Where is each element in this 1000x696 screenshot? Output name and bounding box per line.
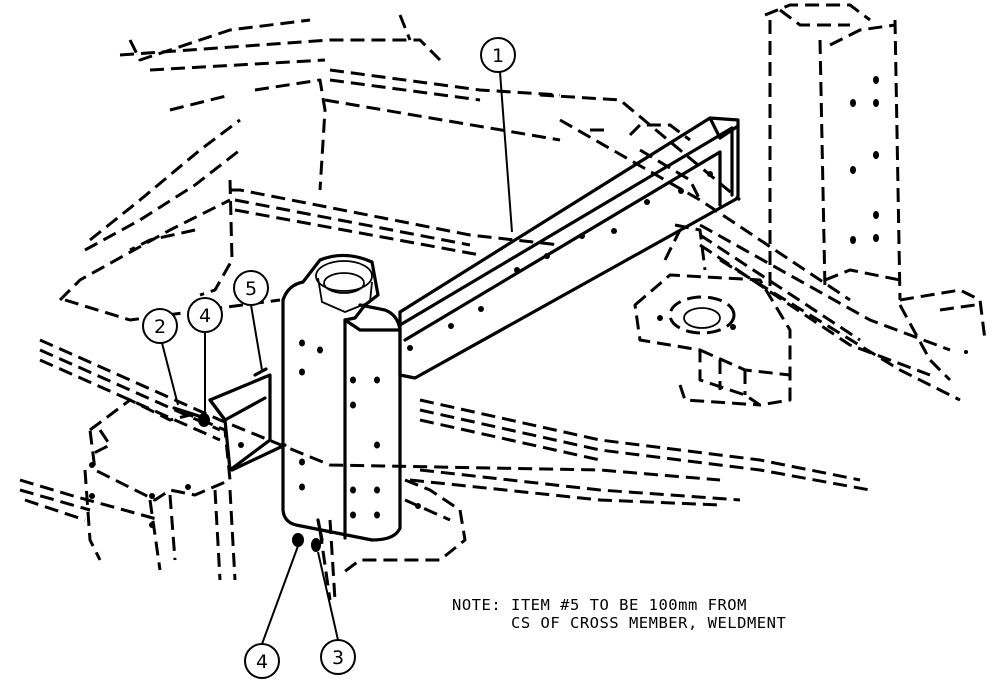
- left-mount-plate: [172, 367, 324, 552]
- note-line-1: NOTE: ITEM #5 TO BE 100mm FROM: [452, 596, 747, 614]
- callout-2-label: 2: [154, 316, 166, 338]
- right-pivot-bore: [657, 295, 736, 335]
- callout-4b-label: 4: [256, 651, 268, 673]
- callout-4b-balloon: [244, 643, 280, 679]
- callout-5-balloon: [233, 270, 269, 306]
- left-upright-column: [281, 253, 402, 542]
- bracket-holes: [89, 350, 968, 528]
- column-holes: [850, 76, 879, 244]
- callout-4a-balloon: [187, 297, 223, 333]
- drawing-note: NOTE: ITEM #5 TO BE 100mm FROM CS OF CRO…: [452, 596, 786, 632]
- callout-balloons: 1 2 4 5 4 3: [142, 37, 516, 679]
- callout-2-balloon: [142, 308, 178, 344]
- hidden-frame-lines: [19, 3, 987, 601]
- callout-5-label: 5: [245, 278, 257, 300]
- callout-3-label: 3: [332, 647, 344, 669]
- callout-3-balloon: [320, 639, 356, 675]
- note-line-2: CS OF CROSS MEMBER, WELDMENT: [452, 614, 787, 632]
- callout-1-label: 1: [492, 45, 504, 67]
- callout-4a-label: 4: [199, 305, 211, 327]
- callout-1-balloon: [480, 37, 516, 73]
- cross-member-beam: [398, 116, 740, 380]
